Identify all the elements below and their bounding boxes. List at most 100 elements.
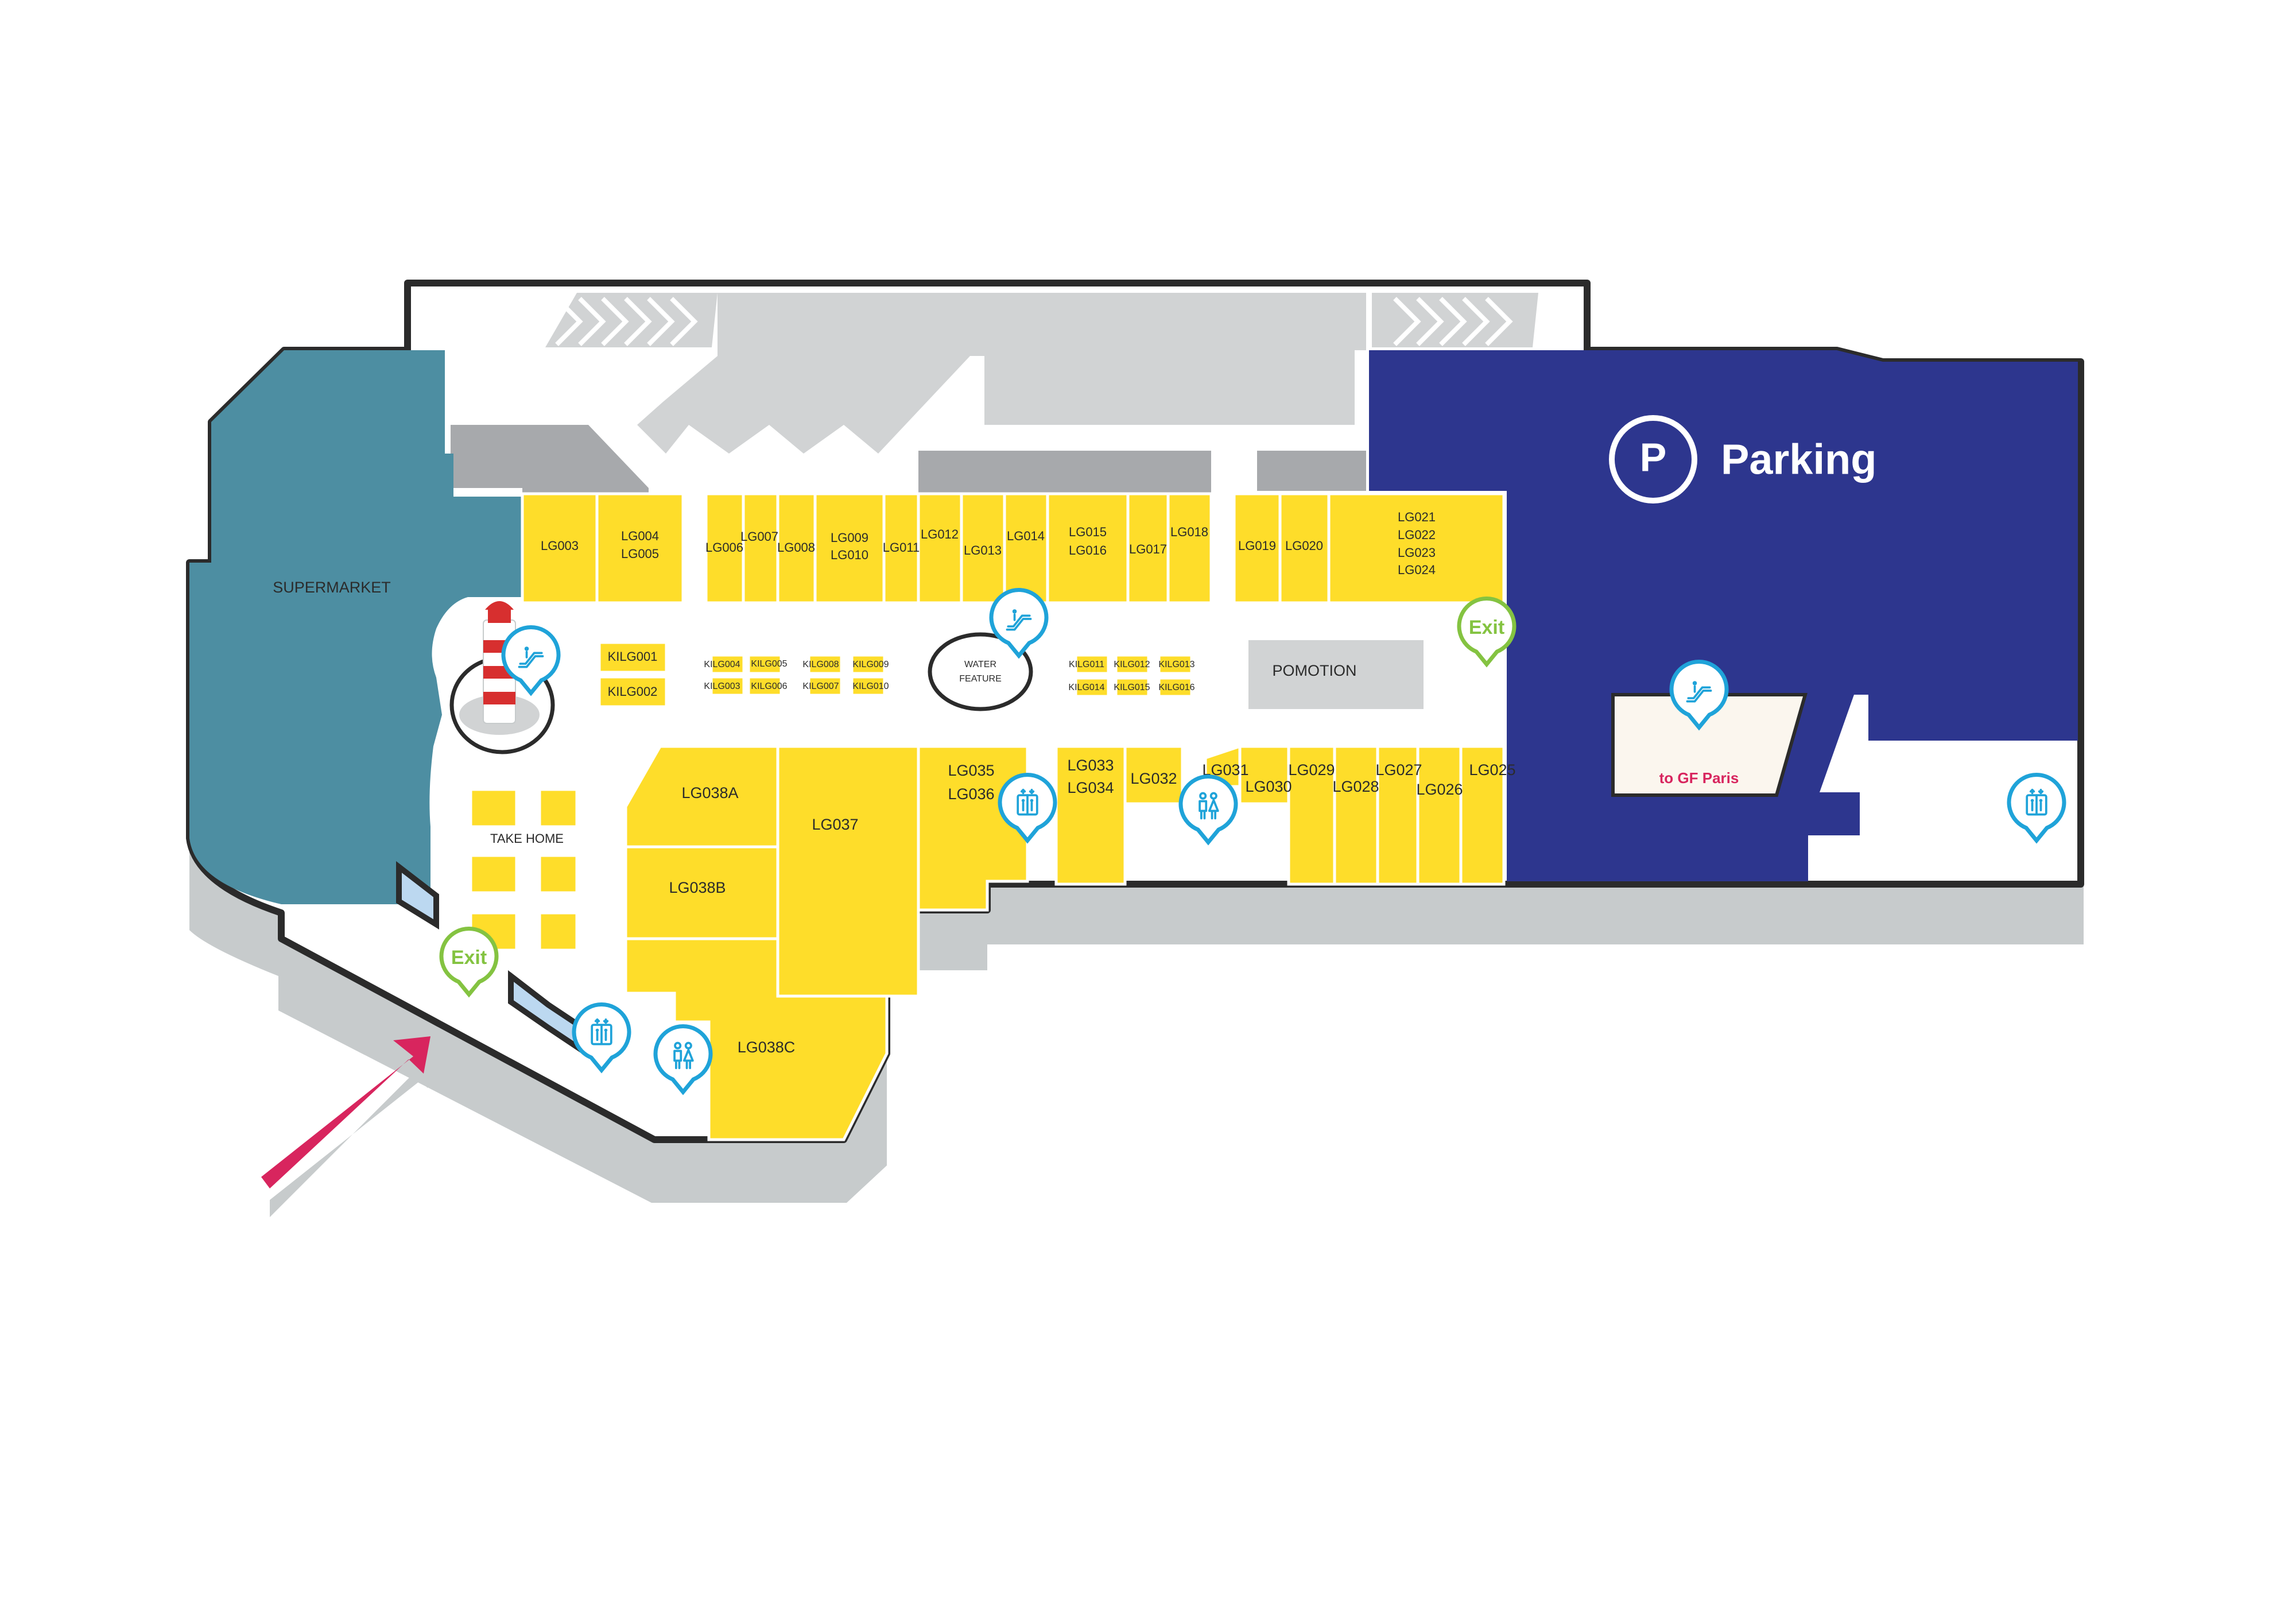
kiosk-kilg002[interactable] [599, 676, 667, 707]
exit-icon[interactable]: Exit [1457, 597, 1517, 668]
kiosk-label-kilg007: KILG007 [802, 681, 839, 691]
shop-label-lg037: LG037 [812, 816, 858, 833]
shop-lg033-lg034[interactable] [1054, 745, 1127, 886]
shop-label-lg013: LG013 [964, 543, 1002, 557]
shop-lg038b[interactable] [624, 845, 779, 940]
shop-lg004-lg005[interactable] [595, 492, 685, 605]
shop-label-lg038b: LG038B [669, 879, 726, 896]
shop-label-lg029: LG029 [1288, 761, 1335, 779]
escalator-icon[interactable] [501, 625, 561, 696]
water-feature-label-2: FEATURE [959, 674, 1001, 684]
shop-label-lg016: LG016 [1069, 543, 1107, 557]
lift-icon[interactable] [2007, 773, 2066, 844]
kiosk-kilg010[interactable] [851, 676, 885, 696]
exit-icon[interactable]: Exit [439, 927, 499, 998]
restroom-icon[interactable] [1178, 774, 1238, 846]
top-row-shops [521, 492, 1506, 605]
entrance-arrow-icon [261, 1036, 436, 1217]
shop-label-lg003: LG003 [541, 539, 579, 553]
shop-label-lg024: LG024 [1398, 563, 1436, 577]
shop-label-lg020: LG020 [1285, 539, 1323, 553]
shop-lg028[interactable] [1333, 745, 1379, 886]
kiosk-label-kilg010: KILG010 [852, 681, 889, 691]
shop-label-lg038a: LG038A [681, 784, 738, 801]
shop-label-lg008: LG008 [777, 540, 815, 555]
to-gf-paris-box[interactable] [1611, 693, 1808, 797]
take-home-label: TAKE HOME [490, 831, 564, 846]
shop-label-lg030: LG030 [1245, 778, 1292, 795]
kiosk-label-kilg002: KILG002 [608, 684, 658, 699]
exit-label: Exit [1469, 617, 1504, 638]
shop-label-lg033: LG033 [1067, 757, 1114, 774]
parking-symbol: P [1640, 435, 1667, 479]
kiosk-kilg007[interactable] [808, 676, 842, 696]
shop-lg037[interactable] [776, 745, 920, 998]
kiosk-label-kilg003: KILG003 [704, 681, 740, 691]
shop-lg014[interactable] [1003, 492, 1049, 605]
shop-lg003[interactable] [521, 492, 599, 605]
shop-lg025[interactable] [1459, 745, 1506, 886]
shop-lg018[interactable] [1166, 492, 1213, 605]
kiosk-kilg009[interactable] [851, 655, 885, 674]
shop-label-lg015: LG015 [1069, 525, 1107, 539]
shop-lg032[interactable] [1123, 745, 1184, 806]
kiosk-label-kilg005: KILG005 [751, 659, 787, 669]
entrance-door-1[interactable] [396, 861, 439, 930]
kiosk-label-kilg006: KILG006 [751, 681, 787, 691]
water-feature [928, 632, 1033, 711]
shop-lg013[interactable] [960, 492, 1006, 605]
kiosk-label-kilg016: KILG016 [1158, 683, 1194, 692]
shop-label-lg036: LG036 [948, 785, 994, 803]
supermarket-zone[interactable] [189, 350, 525, 904]
kiosk-kilg016[interactable] [1158, 677, 1192, 697]
kiosk-label-kilg004: KILG004 [704, 660, 740, 669]
kiosk-kilg014[interactable] [1075, 677, 1109, 697]
shop-label-lg021: LG021 [1398, 510, 1436, 524]
kiosk-kilg005[interactable] [748, 655, 782, 674]
shop-label-lg025: LG025 [1469, 761, 1515, 779]
shop-label-lg009: LG009 [831, 530, 868, 545]
shop-label-lg005: LG005 [621, 547, 659, 561]
shop-lg011[interactable] [882, 492, 920, 605]
escalator-icon[interactable] [1669, 660, 1729, 731]
escalator-icon[interactable] [989, 588, 1049, 659]
kiosk-kilg001[interactable] [599, 642, 667, 673]
kiosk-label-kilg015: KILG015 [1114, 683, 1150, 692]
shop-label-lg034: LG034 [1067, 779, 1114, 796]
parking-zone[interactable] [1369, 350, 2078, 881]
kiosk-kilg008[interactable] [808, 655, 842, 674]
shop-lg030[interactable] [1238, 745, 1290, 806]
lift-icon[interactable] [572, 1002, 631, 1074]
kiosk-kilg013[interactable] [1158, 655, 1192, 674]
shop-lg006[interactable] [704, 492, 745, 605]
shop-lg026[interactable] [1416, 745, 1463, 886]
lift-icon[interactable] [998, 773, 1057, 844]
restroom-icon[interactable] [653, 1024, 713, 1095]
shop-label-lg023: LG023 [1398, 545, 1436, 560]
kiosk-kilg006[interactable] [748, 676, 782, 696]
shop-lg007[interactable] [742, 492, 779, 605]
shop-lg012[interactable] [917, 492, 963, 605]
parking-label: Parking [1721, 436, 1876, 483]
shop-label-lg038c: LG038C [738, 1039, 796, 1056]
kiosk-kilg003[interactable] [711, 676, 744, 696]
shop-label-lg014: LG014 [1007, 529, 1045, 543]
kiosk-kilg004[interactable] [711, 655, 744, 674]
exit-label: Exit [451, 947, 487, 969]
shop-lg017[interactable] [1126, 492, 1170, 605]
shop-lg035-lg036[interactable] [917, 745, 1029, 912]
kiosk-label-kilg011: KILG011 [1069, 660, 1104, 669]
shop-label-lg028: LG028 [1332, 778, 1379, 795]
kiosk-area [599, 642, 1192, 707]
shop-label-lg027: LG027 [1375, 761, 1422, 779]
kiosk-kilg011[interactable] [1075, 655, 1109, 674]
promotion-label: POMOTION [1273, 662, 1357, 679]
shop-lg015-lg016[interactable] [1046, 492, 1130, 605]
shop-lg038c[interactable] [624, 937, 889, 1141]
kiosk-kilg015[interactable] [1115, 677, 1149, 697]
kiosk-label-kilg001: KILG001 [608, 649, 658, 664]
shop-lg008[interactable] [776, 492, 817, 605]
shop-label-lg010: LG010 [831, 548, 868, 562]
kiosk-kilg012[interactable] [1115, 655, 1149, 674]
shop-lg021-lg024[interactable] [1327, 492, 1506, 605]
